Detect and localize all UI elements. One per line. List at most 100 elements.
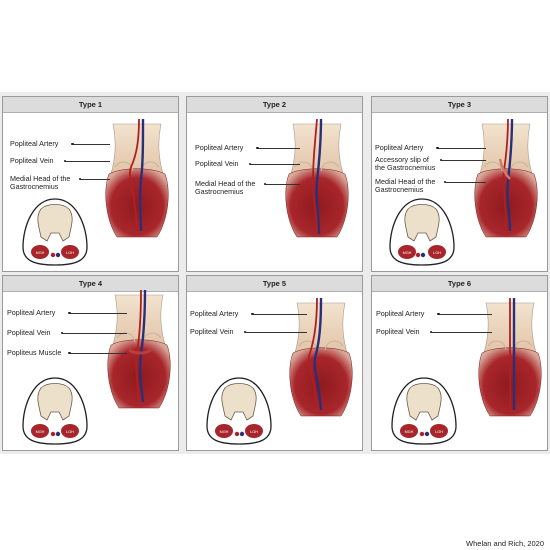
vein-cross-section xyxy=(55,431,61,437)
leader-line xyxy=(79,179,110,180)
lgh-label: LGH xyxy=(66,430,74,434)
panel-title: Type 4 xyxy=(3,276,178,292)
leg-illustration xyxy=(107,289,171,409)
leader-line xyxy=(430,332,492,333)
label-line: Popliteal Artery xyxy=(7,308,56,317)
anatomy-label: Popliteal Artery xyxy=(195,144,243,152)
popliteal-vein-shape xyxy=(313,297,323,411)
leader-dot xyxy=(429,330,433,334)
anatomy-label: Popliteal Vein xyxy=(195,160,239,168)
label-line: Popliteal Artery xyxy=(10,139,59,148)
lgh-shape xyxy=(245,424,263,438)
vein-cross-section xyxy=(420,252,426,258)
leader-dot xyxy=(436,146,439,150)
femur-cross-section xyxy=(37,383,73,421)
femur-cross-section xyxy=(37,204,73,242)
leader-line xyxy=(444,182,486,183)
lgh-label: LGH xyxy=(250,430,258,434)
label-line: Popliteal Vein xyxy=(376,327,420,336)
label-line: Popliteal Artery xyxy=(375,143,424,152)
artery-cross-section xyxy=(50,252,56,258)
anatomy-label: Popliteal Artery xyxy=(190,310,238,318)
leg-illustration xyxy=(105,118,169,238)
anatomy-illustration: MGH LGH xyxy=(206,297,353,445)
leg-illustration xyxy=(474,118,538,238)
leader-line xyxy=(438,314,492,315)
artery-cross-section xyxy=(50,431,56,437)
anatomy-label: Popliteal Artery xyxy=(10,140,58,148)
label-line: Popliteal Artery xyxy=(190,309,239,318)
label-line: Medial Head of the xyxy=(375,177,436,186)
popliteal-vein-shape xyxy=(506,118,514,232)
panel-title: Type 5 xyxy=(187,276,362,292)
knee-cross-section: MGH LGH xyxy=(206,377,272,445)
leader-dot xyxy=(243,330,247,334)
credit-text: Whelan and Rich, 2020 xyxy=(466,539,544,548)
mgh-shape xyxy=(215,424,233,438)
mgh-label: MGH xyxy=(405,430,414,434)
leader-line xyxy=(61,333,127,334)
lgh-label: LGH xyxy=(66,251,74,255)
femur-cross-section xyxy=(406,383,442,421)
leader-line xyxy=(69,353,127,354)
label-line: Gastrocnemius xyxy=(375,185,424,194)
popliteal-artery-shape xyxy=(129,118,140,230)
artery-cross-section xyxy=(419,431,425,437)
label-line: the Gastrocnemius xyxy=(375,163,436,172)
lgh-shape xyxy=(61,245,79,259)
leader-dot xyxy=(71,142,74,146)
label-line: Popliteal Vein xyxy=(190,327,234,336)
lgh-label: LGH xyxy=(435,430,443,434)
leader-line xyxy=(64,161,110,162)
vein-cross-section xyxy=(55,252,61,258)
anatomy-illustration: MGH LGH xyxy=(22,289,171,445)
label-line: Gastrocnemius xyxy=(195,187,244,196)
mgh-label: MGH xyxy=(220,430,229,434)
label-line: Popliteal Vein xyxy=(10,156,54,165)
anatomy-label: Popliteal Vein xyxy=(190,328,234,336)
leader-dot xyxy=(63,159,67,163)
label-line: Medial Head of the xyxy=(195,179,256,188)
label-line: Gastrocnemius xyxy=(10,182,59,191)
leader-line xyxy=(437,148,486,149)
leader-line xyxy=(72,144,110,145)
mgh-shape xyxy=(400,424,418,438)
leader-line xyxy=(252,314,307,315)
accessory-slip-shape xyxy=(498,158,511,180)
leg-illustration xyxy=(289,297,353,417)
leader-dot xyxy=(263,182,266,186)
artery-cross-section xyxy=(234,431,240,437)
femur-shape xyxy=(290,123,344,175)
mgh-shape xyxy=(31,245,49,259)
leader-dot xyxy=(248,162,252,166)
femur-cross-section xyxy=(404,204,440,242)
leader-line xyxy=(264,184,300,185)
mgh-shape xyxy=(398,245,416,259)
panel-title: Type 3 xyxy=(372,97,547,113)
label-line: Accessory slip of xyxy=(375,155,429,164)
anatomy-label: Popliteal Vein xyxy=(7,329,51,337)
leader-dot xyxy=(439,158,443,162)
leader-line xyxy=(249,164,300,165)
popliteus-muscle-shape xyxy=(128,348,152,355)
leader-dot xyxy=(256,146,259,150)
anatomy-label: Popliteal Vein xyxy=(376,328,420,336)
mgh-label: MGH xyxy=(36,430,45,434)
leg-illustration xyxy=(285,118,349,238)
leader-dot xyxy=(78,177,81,181)
mgh-shape xyxy=(31,424,49,438)
anatomy-illustration: MGH LGH xyxy=(391,297,542,445)
